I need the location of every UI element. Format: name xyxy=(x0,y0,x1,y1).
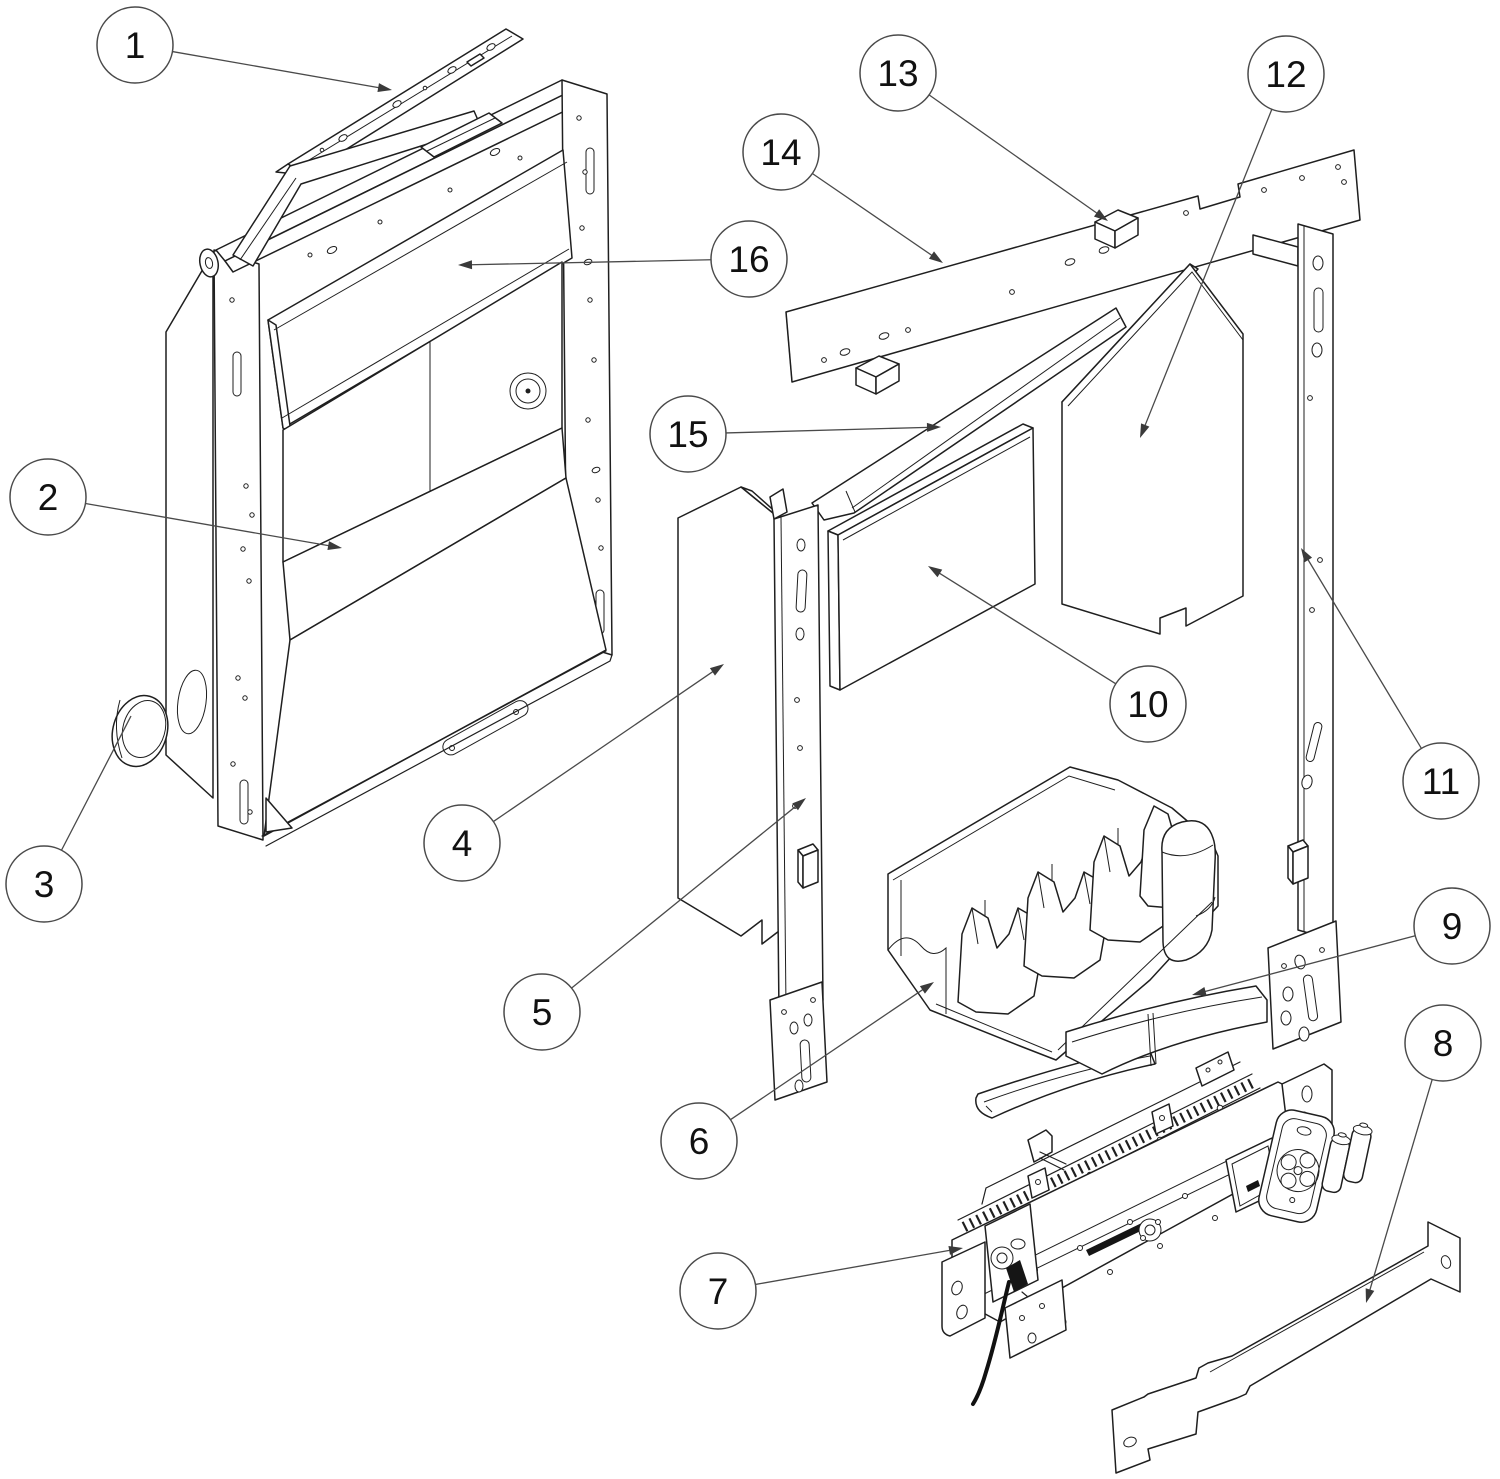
leader-arrowhead-11 xyxy=(1301,548,1313,563)
leader-arrowhead-4 xyxy=(709,664,724,676)
leader-arrowhead-6 xyxy=(919,982,934,994)
callout-balloon-3 xyxy=(5,845,83,923)
callout-number-4: 4 xyxy=(452,823,473,864)
callout-balloon-10 xyxy=(1109,665,1187,743)
callout-balloon-8 xyxy=(1404,1004,1482,1082)
leader-line-9 xyxy=(1204,935,1416,993)
remote-control xyxy=(1258,1109,1335,1223)
part-round-cap xyxy=(111,694,169,768)
callout-14: 14 xyxy=(742,113,943,263)
callout-number-2: 2 xyxy=(38,477,59,518)
part-ember-strip-rear xyxy=(1065,985,1268,1075)
part-upper-front-panel xyxy=(267,149,573,434)
callout-number-7: 7 xyxy=(708,1271,729,1312)
callout-number-5: 5 xyxy=(532,992,553,1033)
callout-16: 16 xyxy=(458,220,788,298)
leader-line-10 xyxy=(938,572,1117,685)
callout-balloon-2 xyxy=(9,458,87,536)
callout-4: 4 xyxy=(423,664,724,882)
callout-11: 11 xyxy=(1301,548,1480,820)
rail-clip-left xyxy=(855,355,900,395)
leader-arrowhead-10 xyxy=(928,566,943,578)
part-back-refractory-panel xyxy=(827,423,1036,691)
callout-balloon-16 xyxy=(710,220,788,298)
callout-balloon-4 xyxy=(423,804,501,882)
callout-number-16: 16 xyxy=(728,239,769,280)
callout-balloon-9 xyxy=(1413,887,1491,965)
callout-number-11: 11 xyxy=(1422,761,1460,802)
callout-15: 15 xyxy=(649,395,941,473)
leader-arrowhead-8 xyxy=(1365,1288,1375,1303)
callout-1: 1 xyxy=(96,6,392,93)
part-top-rail-bracket xyxy=(785,149,1361,395)
part-right-bracket xyxy=(1252,223,1342,1050)
callout-7: 7 xyxy=(679,1245,963,1330)
ember-clip-bracket xyxy=(1027,1129,1067,1171)
leader-arrowhead-12 xyxy=(1140,423,1150,438)
callout-6: 6 xyxy=(660,982,934,1180)
leader-arrowhead-14 xyxy=(928,251,943,263)
leader-line-15 xyxy=(725,426,929,434)
callout-number-12: 12 xyxy=(1265,54,1306,95)
batteries xyxy=(1321,1122,1373,1194)
leader-arrowhead-16 xyxy=(458,260,473,270)
callout-number-9: 9 xyxy=(1442,906,1463,947)
callout-balloon-11 xyxy=(1402,742,1480,820)
callout-13: 13 xyxy=(859,34,1108,221)
callout-5: 5 xyxy=(503,798,806,1051)
callout-balloon-14 xyxy=(742,113,820,191)
callout-balloon-1 xyxy=(96,6,174,84)
callout-balloon-13 xyxy=(859,34,937,112)
leader-line-13 xyxy=(928,94,1098,215)
callout-balloon-12 xyxy=(1247,35,1325,113)
leader-line-11 xyxy=(1307,558,1422,749)
callout-8: 8 xyxy=(1365,1004,1482,1303)
leader-arrowhead-15 xyxy=(926,422,941,432)
callout-number-1: 1 xyxy=(125,25,146,66)
part-burner-assembly xyxy=(941,1051,1333,1406)
leader-line-7 xyxy=(755,1249,951,1286)
leader-line-12 xyxy=(1144,109,1273,427)
callout-balloon-5 xyxy=(503,973,581,1051)
callout-balloon-6 xyxy=(660,1102,738,1180)
part-top-trim-bar xyxy=(275,28,524,176)
part-firebox xyxy=(165,79,613,847)
leader-line-14 xyxy=(811,172,933,257)
leader-line-8 xyxy=(1369,1079,1433,1291)
part-left-bracket xyxy=(769,488,828,1101)
leader-line-6 xyxy=(730,988,924,1121)
leader-line-1 xyxy=(172,50,380,89)
part-clip-tab-13 xyxy=(1094,209,1139,249)
callout-3: 3 xyxy=(5,715,132,923)
callout-number-13: 13 xyxy=(877,53,918,94)
callout-balloon-15 xyxy=(649,395,727,473)
callout-number-8: 8 xyxy=(1433,1023,1454,1064)
leader-line-5 xyxy=(571,805,797,989)
part-log-set xyxy=(887,766,1219,1061)
part-right-refractory-panel xyxy=(1061,263,1244,635)
leader-arrowhead-7 xyxy=(948,1245,963,1255)
leader-arrowhead-9 xyxy=(1192,987,1207,996)
leader-arrowhead-13 xyxy=(1093,209,1108,221)
part-bottom-trim xyxy=(1111,1221,1461,1474)
leader-arrowhead-1 xyxy=(377,83,392,93)
callout-number-10: 10 xyxy=(1127,684,1168,725)
callout-10: 10 xyxy=(928,566,1187,743)
callout-2: 2 xyxy=(9,458,342,551)
callout-number-3: 3 xyxy=(34,864,55,905)
callout-number-6: 6 xyxy=(689,1121,710,1162)
callout-balloon-7 xyxy=(679,1252,757,1330)
callout-12: 12 xyxy=(1140,35,1325,438)
leader-line-2 xyxy=(85,502,330,547)
leader-line-16 xyxy=(470,259,712,266)
leader-arrowhead-5 xyxy=(792,798,806,811)
leader-line-3 xyxy=(60,715,132,851)
callout-9: 9 xyxy=(1192,887,1491,996)
part-top-baffle xyxy=(811,307,1127,521)
leader-arrowhead-2 xyxy=(327,541,342,551)
callout-number-14: 14 xyxy=(760,132,801,173)
callout-number-15: 15 xyxy=(667,414,708,455)
leader-line-4 xyxy=(493,670,714,823)
